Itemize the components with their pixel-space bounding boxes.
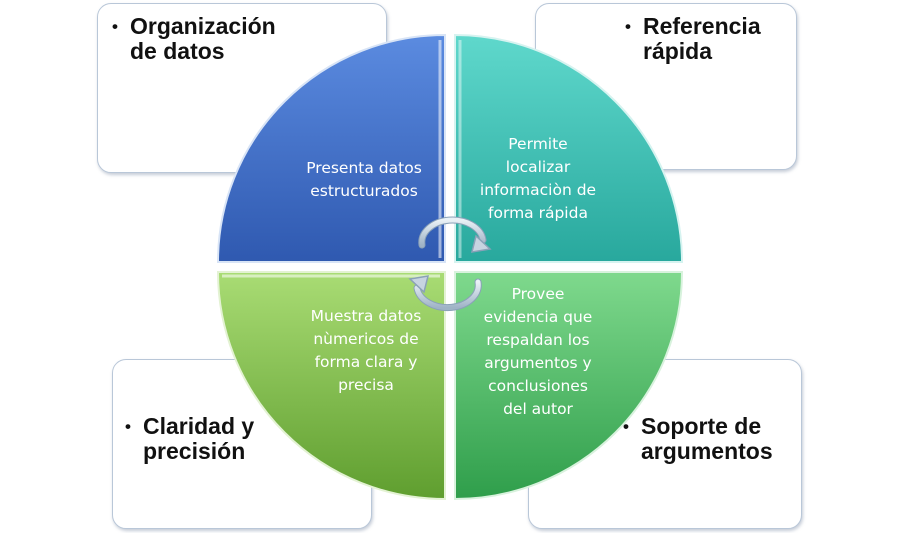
text-line: Permite: [508, 135, 568, 153]
quadrant-bottom-left-text: Muestra datos nùmericos de forma clara y…: [290, 305, 442, 397]
text-line: forma rápida: [488, 204, 588, 222]
quadrant-top-left: [216, 33, 446, 263]
text-line: forma clara y: [314, 353, 418, 371]
top-left-card-text: • Organización de datos: [112, 13, 276, 64]
bullet: •: [625, 17, 631, 36]
text-line: Provee: [511, 285, 565, 303]
bullet: •: [112, 17, 118, 36]
card-title-line: argumentos: [641, 438, 773, 464]
bullet: •: [125, 417, 131, 436]
text-line: Presenta datos: [306, 159, 422, 177]
card-title-line: Claridad y: [143, 413, 255, 439]
text-line: del autor: [503, 400, 573, 418]
text-line: localizar: [505, 158, 571, 176]
circular-arrows-icon: [408, 216, 492, 312]
text-line: argumentos y: [484, 354, 592, 372]
bottom-left-card-text: • Claridad y precisión: [125, 413, 255, 464]
text-line: evidencia que: [483, 308, 593, 326]
quadrant-bottom-left: [216, 271, 446, 501]
quadrant-top-left-text: Presenta datos estructurados: [287, 157, 441, 203]
card-title-line: Organización: [130, 13, 276, 39]
quadrant-bottom-right-text: Provee evidencia que respaldan los argum…: [463, 283, 613, 421]
quadrant-bottom-right: [454, 271, 684, 501]
text-line: conclusiones: [488, 377, 588, 395]
quadrant-top-right: [454, 33, 684, 263]
card-title-line: Soporte de: [641, 413, 762, 439]
card-title-line: rápida: [643, 38, 713, 64]
text-line: nùmericos de: [313, 330, 419, 348]
bullet: •: [623, 417, 629, 436]
bottom-right-card-text: • Soporte de argumentos: [623, 413, 773, 464]
quadrant-top-right-text: Permite localizar informaciòn de forma r…: [463, 133, 613, 225]
text-line: Muestra datos: [310, 307, 422, 325]
text-line: respaldan los: [486, 331, 590, 349]
text-line: informaciòn de: [479, 181, 597, 199]
card-title-line: precisión: [143, 438, 246, 464]
top-right-card-text: • Referencia rápida: [625, 13, 761, 64]
text-line: estructurados: [310, 182, 418, 200]
card-title-line: de datos: [130, 38, 225, 64]
card-title-line: Referencia: [643, 13, 761, 39]
text-line: precisa: [338, 376, 394, 394]
